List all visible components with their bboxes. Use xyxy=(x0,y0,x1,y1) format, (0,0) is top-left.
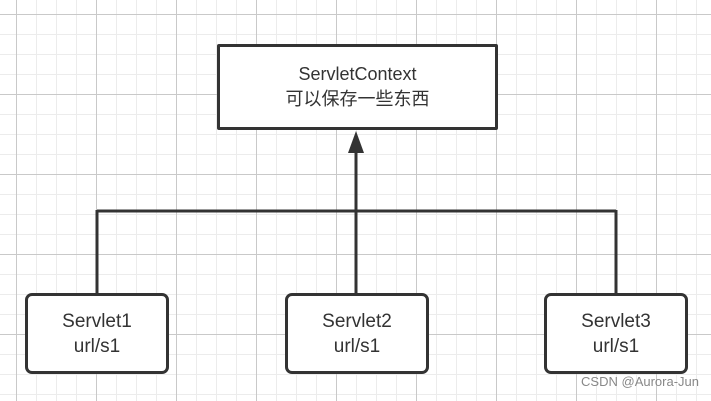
arrowhead-up-icon xyxy=(348,131,364,153)
servlet-context-node: ServletContext 可以保存一些东西 xyxy=(217,44,498,130)
servlet1-title: Servlet1 xyxy=(62,310,132,332)
servlet3-url: url/s1 xyxy=(592,335,640,357)
watermark: CSDN @Aurora-Jun xyxy=(581,374,699,389)
servlet1-node: Servlet1 url/s1 xyxy=(25,293,169,374)
servlet-context-title: ServletContext xyxy=(298,64,417,84)
servlet3-node: Servlet3 url/s1 xyxy=(544,293,688,374)
servlet3-title: Servlet3 xyxy=(581,310,651,332)
servlet2-title: Servlet2 xyxy=(322,310,392,332)
servlet2-node: Servlet2 url/s1 xyxy=(285,293,429,374)
servlet1-url: url/s1 xyxy=(73,335,121,357)
servlet-context-subtitle: 可以保存一些东西 xyxy=(285,89,430,110)
servlet2-url: url/s1 xyxy=(333,335,381,357)
